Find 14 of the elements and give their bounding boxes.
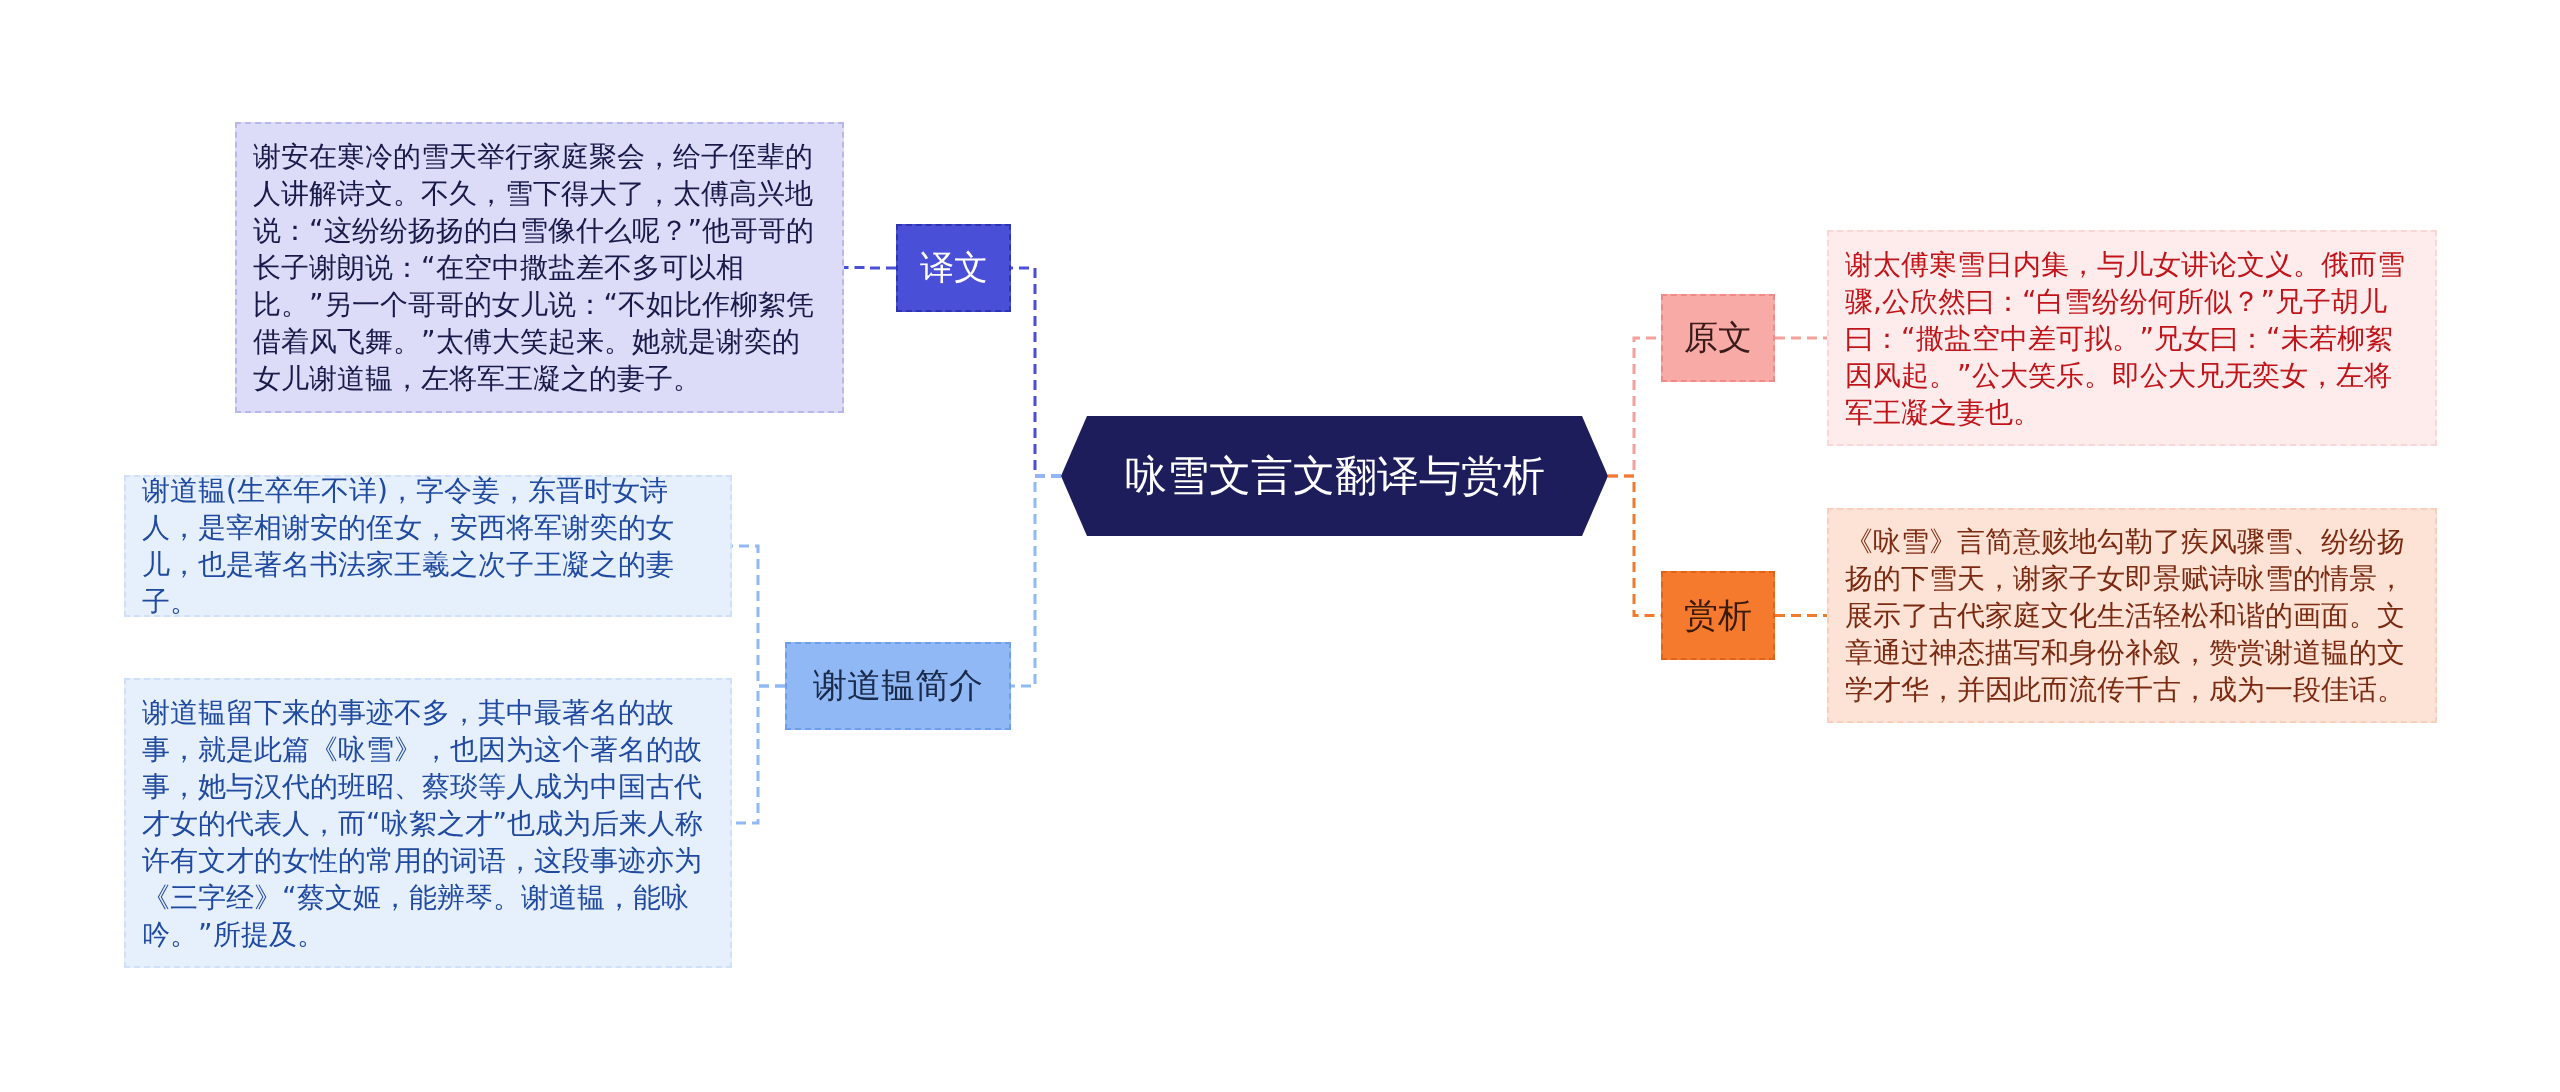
topic-box: 原文 <box>1661 294 1775 382</box>
title-hexagon: 咏雪文言文翻译与赏析 <box>1061 416 1608 536</box>
text-box: 谢道韫(生卒年不详)，字令姜，东晋时女诗人，是宰相谢安的侄女，安西将军谢奕的女儿，也是著名书法家王羲之次子王凝之的妻子。 <box>124 475 732 617</box>
connector <box>844 266 896 270</box>
text-box: 谢太傅寒雪日内集，与儿女讲论文义。俄而雪骤,公欣然曰：“白雪纷纷何所似？”兄子胡儿曰：“撒盐空中差可拟。”兄女曰：“未若柳絮因风起。”公大笑乐。即公大兄无奕女，左将军王凝之妻也。 <box>1827 230 2437 446</box>
topic-box: 译文 <box>896 224 1011 312</box>
topic-box: 谢道韫简介 <box>785 642 1011 730</box>
connector <box>1775 614 1827 617</box>
text-box: 《咏雪》言简意赅地勾勒了疾风骤雪、纷纷扬扬的下雪天，谢家子女即景赋诗咏雪的情景，展示了古代家庭文化生活轻松和谐的画面。文章通过神态描写和身份补叙，赞赏谢道韫的文学才华，并因此而流传千古，成为一段佳话。 <box>1827 508 2437 723</box>
connector <box>1011 474 1061 688</box>
text-box: 谢道韫留下来的事迹不多，其中最著名的故事，就是此篇《咏雪》，也因为这个著名的故事，她与汉代的班昭、蔡琰等人成为中国古代才女的代表人，而“咏絮之才”也成为后来人称许有文才的女性的常用的词语，这段事迹亦为《三字经》“蔡文姬，能辨琴。谢道韫，能咏吟。”所提及。 <box>124 678 732 968</box>
text-box: 谢安在寒冷的雪天举行家庭聚会，给子侄辈的人讲解诗文。不久，雪下得大了，太傅高兴地说：“这纷纷扬扬的白雪像什么呢？”他哥哥的长子谢朗说：“在空中撒盐差不多可以相比。”另一个哥哥的女儿说：“不如比作柳絮凭借着风飞舞。”太傅大笑起来。她就是谢奕的女儿谢道韫，左将军王凝之的妻子。 <box>235 122 844 413</box>
connector <box>1775 336 1827 340</box>
topic-box: 赏析 <box>1661 571 1775 660</box>
